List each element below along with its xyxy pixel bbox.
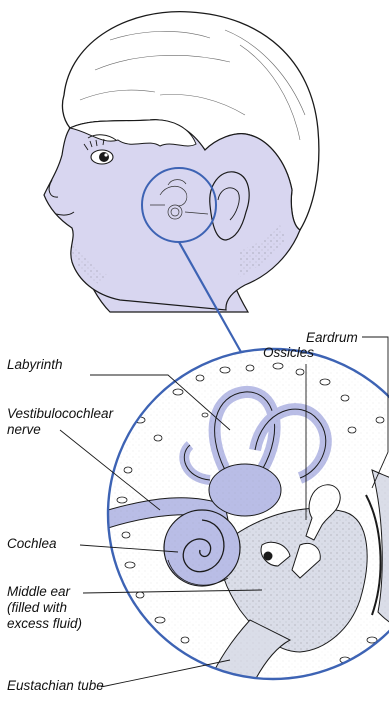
label-middle-ear-line1: Middle ear <box>7 584 70 600</box>
label-middle-ear-line2: (filled with <box>7 600 67 616</box>
pupil <box>99 152 109 162</box>
magnified-ear-cross-section <box>100 340 389 699</box>
child-head-illustration <box>44 12 319 312</box>
label-middle-ear-line3: excess fluid) <box>7 616 82 632</box>
label-labyrinth: Labyrinth <box>7 357 63 373</box>
label-eardrum: Eardrum <box>306 330 358 346</box>
label-vestibulocochlear-line1: Vestibulocochlear <box>7 406 113 422</box>
label-ossicles: Ossicles <box>263 345 314 361</box>
eustachian-leader <box>101 660 230 687</box>
label-eustachian-tube: Eustachian tube <box>7 678 104 694</box>
label-vestibulocochlear-line2: nerve <box>7 422 41 438</box>
label-cochlea: Cochlea <box>7 536 57 552</box>
